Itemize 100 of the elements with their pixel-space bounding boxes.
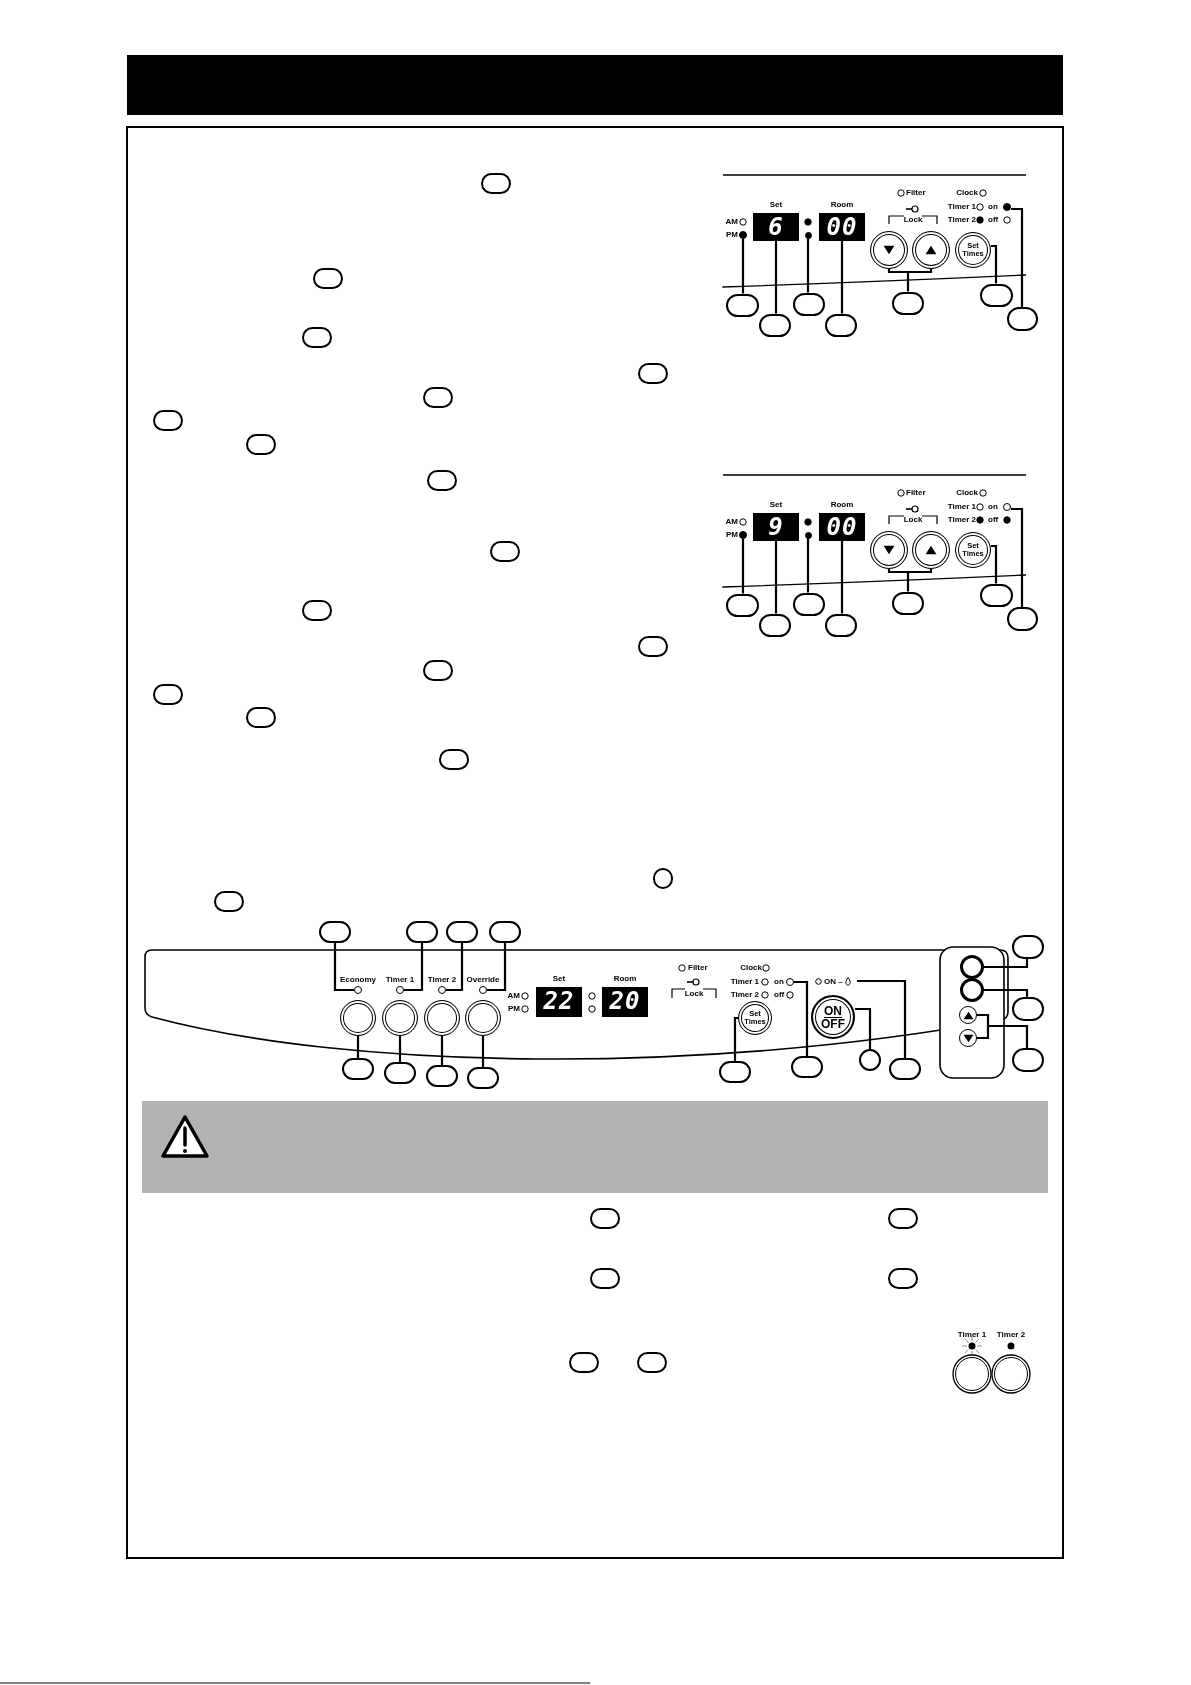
callout-bubble [859,1049,881,1071]
panel-label: off [774,990,785,1000]
title-bar [127,55,1063,115]
callout-bubble [481,172,511,194]
panel-label: Override [466,975,500,985]
leader-line [975,1013,1029,1050]
callout-bubble [427,469,457,491]
callout-bubble [423,386,453,408]
leader-line [356,1036,360,1058]
callout-bubble [825,613,857,637]
panel-label: PM [726,230,738,240]
panel-label: Lock [903,515,923,525]
leader-line [887,267,933,293]
panel-label: Clock [740,963,762,973]
indicator-light [739,231,747,239]
digital-display: 9 [753,513,799,541]
panel-label: Room [830,200,854,210]
panel-label: Lock [903,215,923,225]
indicator-light [804,531,812,539]
digital-display: 20 [602,987,648,1017]
panel-label: on [774,977,784,987]
callout-bubble [725,293,759,317]
callout-bubble [302,599,332,621]
panel-label: off [988,515,999,525]
callout-bubble [825,313,857,337]
callout-bubble [888,1207,918,1229]
leader-line [774,241,778,314]
callout-bubble [426,1065,458,1087]
panel-label: AM [507,991,520,1001]
callout-bubble [892,291,924,315]
callout-bubble [1012,935,1044,959]
callout-bubble [1012,1048,1044,1072]
callout-bubble [892,591,924,615]
callout-bubble [302,326,332,348]
round-button [912,231,950,269]
panel-label: Timer 1 [730,977,759,987]
leader-line [446,943,464,992]
callout-bubble [759,613,791,637]
leader-line [984,988,1029,997]
panel-label: AM [725,217,738,227]
callout-bubble [569,1351,599,1373]
callout-bubble [406,921,438,943]
callout-bubble [979,283,1013,307]
callout-bubble [446,921,478,943]
panel-label: on [988,202,998,212]
callout-bubble [725,593,759,617]
leader-line [887,567,933,593]
callout-bubble [246,433,276,455]
panel-label: Timer 1 [957,1330,987,1340]
panel-label: Timer 1 [947,502,976,512]
callout-bubble [590,1267,620,1289]
callout-bubble [342,1058,374,1080]
leader-line [1011,207,1024,307]
callout-bubble [384,1062,416,1084]
leader-line [857,979,907,1058]
panel-label: Lock [684,989,704,999]
callout-bubble [638,362,668,384]
leader-line [1011,507,1024,607]
callout-bubble [490,540,520,562]
panel-label: Set [552,974,566,984]
panel-label: Timer 2 [947,515,976,525]
callout-bubble [590,1207,620,1229]
indicator-light [479,986,487,994]
panel-label: Economy [340,975,376,985]
panel-label: Timer 2 [730,990,759,1000]
callout-bubble [319,921,351,943]
leader-line [855,1007,872,1049]
digital-display: 6 [753,213,799,241]
callout-bubble [979,583,1013,607]
leader-line [991,244,998,284]
callout-bubble [759,313,791,337]
panel-label: Filter [906,188,926,198]
callout-bubble [439,748,469,770]
panel-label: Clock [956,188,978,198]
panel-label: Timer 1 [385,975,415,985]
panel-label: Filter [906,488,926,498]
panel-label: Set [769,200,783,210]
leader-line [741,539,745,594]
callout-bubble [791,1056,823,1078]
callout-bubble [467,1067,499,1089]
panel-label: Timer 1 [947,202,976,212]
callout-bubble [1006,607,1038,631]
leader-line [487,943,507,992]
panel-label: PM [726,530,738,540]
panel-label: off [988,215,999,225]
panel-label: Set [769,500,783,510]
callout-bubble [637,1351,667,1373]
leader-line [840,241,844,314]
digital-display: 00 [819,213,865,241]
indicator-light [396,986,404,994]
leader-line [794,980,809,1056]
leader-line [840,541,844,614]
callout-bubble [246,706,276,728]
indicator-light [804,231,812,239]
callout-bubble [214,890,244,912]
leader-line [398,1036,402,1062]
callout-bubble [1012,997,1044,1021]
leader-line [984,959,1029,969]
indicator-light [786,978,794,986]
panel-label: PM [508,1004,520,1014]
